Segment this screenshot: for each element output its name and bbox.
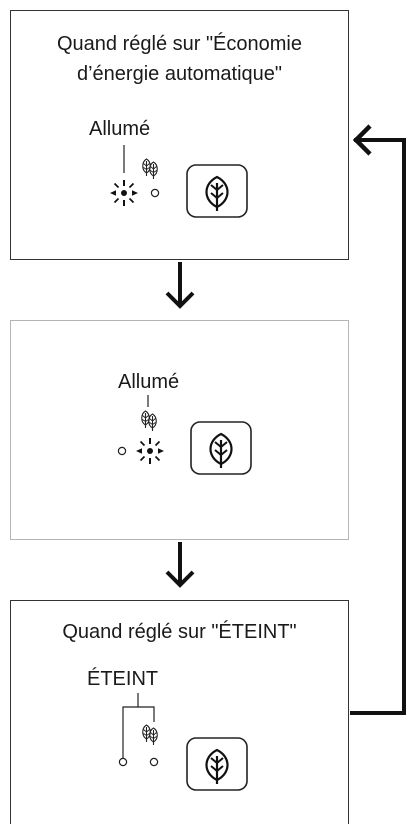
panel-title-line-2: d’énergie automatique" xyxy=(76,63,283,85)
panel-title: Quand réglé sur "ÉTEINT" xyxy=(62,621,297,643)
arrow-down-1 xyxy=(165,262,195,309)
arrow-down-2 xyxy=(165,542,195,588)
panel-off-state: Quand réglé sur "ÉTEINT" ÉTEINT xyxy=(10,600,349,824)
panel-on-state: Allumé xyxy=(10,320,349,540)
panel-title-line-1: Quand réglé sur "Économie xyxy=(56,33,302,55)
status-label: Allumé xyxy=(118,371,180,393)
status-label: ÉTEINT xyxy=(87,668,159,690)
panel-auto-eco: Quand réglé sur "Économie d’énergie auto… xyxy=(10,10,349,260)
status-label: Allumé xyxy=(89,118,151,140)
loop-back-arrow xyxy=(350,124,406,715)
